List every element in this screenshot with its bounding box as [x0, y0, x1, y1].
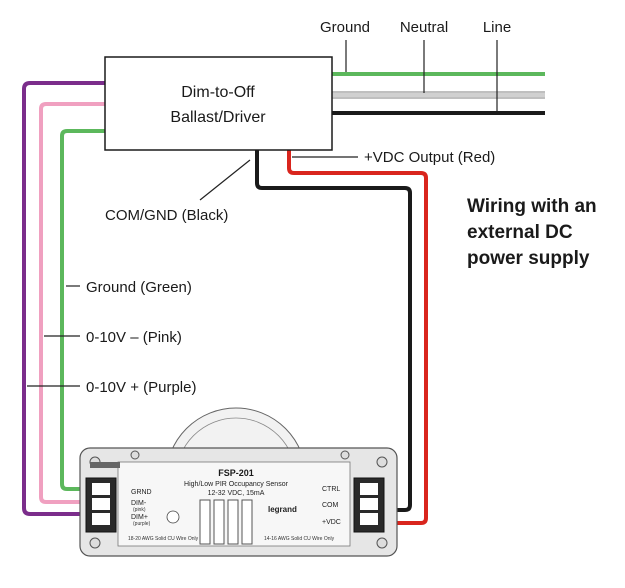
- terminal-label-vdc: +VDC: [322, 519, 341, 526]
- terminal-slot: [92, 513, 110, 525]
- terminal-slot: [360, 498, 378, 510]
- sensor-desc-line1: High/Low PIR Occupancy Sensor: [184, 481, 289, 488]
- terminal-note-purple: (purple): [133, 521, 151, 527]
- certification-mark-icon: [166, 510, 180, 524]
- sensor-desc-line2: 12-32 VDC, 15mA: [208, 490, 265, 497]
- diagram-title-line3: power supply: [467, 248, 590, 269]
- terminal-label-dim-plus: DIM+: [131, 514, 148, 521]
- diagram-title-line2: external DC: [467, 222, 573, 243]
- screw-icon: [340, 450, 350, 460]
- pink-wire: [39, 102, 105, 504]
- driver-label-line2: Ballast/Driver: [170, 109, 266, 126]
- driver-box: [104, 56, 333, 151]
- screw-icon: [130, 450, 140, 460]
- screw-icon: [376, 537, 388, 549]
- vent-slot: [227, 499, 239, 545]
- vent-slot: [213, 499, 225, 545]
- ground-supply-label: Ground: [320, 19, 370, 36]
- terminal-label-ctrl: CTRL: [322, 486, 340, 493]
- screw-icon: [376, 456, 388, 468]
- com-gnd-leader: [199, 159, 251, 201]
- screw-icon: [89, 537, 101, 549]
- sensor-brand: legrand: [268, 505, 297, 514]
- black-wire: [255, 150, 412, 512]
- line-supply-label: Line: [483, 19, 511, 36]
- sensor-model: FSP-201: [218, 468, 254, 478]
- terminal-label-grnd: GRND: [131, 489, 152, 496]
- terminal-slot: [92, 483, 110, 495]
- dim-plus-label: 0-10V + (Purple): [86, 379, 196, 396]
- vdc-output-label: +VDC Output (Red): [364, 149, 495, 166]
- supply-wires: [332, 40, 545, 115]
- right-wire-note: 14-16 AWG Solid CU Wire Only: [264, 536, 335, 542]
- terminal-note-pink: (pink): [133, 507, 146, 513]
- neutral-supply-label: Neutral: [400, 19, 448, 36]
- green-wire: [60, 129, 105, 491]
- terminal-label-com: COM: [322, 502, 339, 509]
- driver-label-line1: Dim-to-Off: [181, 84, 255, 101]
- diagram-title-line1: Wiring with an: [467, 196, 597, 217]
- red-wire: [287, 150, 428, 525]
- vent-slot: [199, 499, 211, 545]
- terminal-slot: [92, 498, 110, 510]
- com-gnd-label: COM/GND (Black): [105, 207, 228, 224]
- sensor-connector-strip: [90, 462, 120, 468]
- sensor-device: [79, 407, 398, 557]
- ground-callout-label: Ground (Green): [86, 279, 192, 296]
- terminal-slot: [360, 483, 378, 495]
- terminal-label-dim-minus: DIM-: [131, 500, 147, 507]
- purple-wire: [22, 81, 105, 516]
- vent-slot: [241, 499, 253, 545]
- left-wire-note: 18-20 AWG Solid CU Wire Only: [128, 536, 199, 542]
- terminal-slot: [360, 513, 378, 525]
- dim-minus-label: 0-10V – (Pink): [86, 329, 182, 346]
